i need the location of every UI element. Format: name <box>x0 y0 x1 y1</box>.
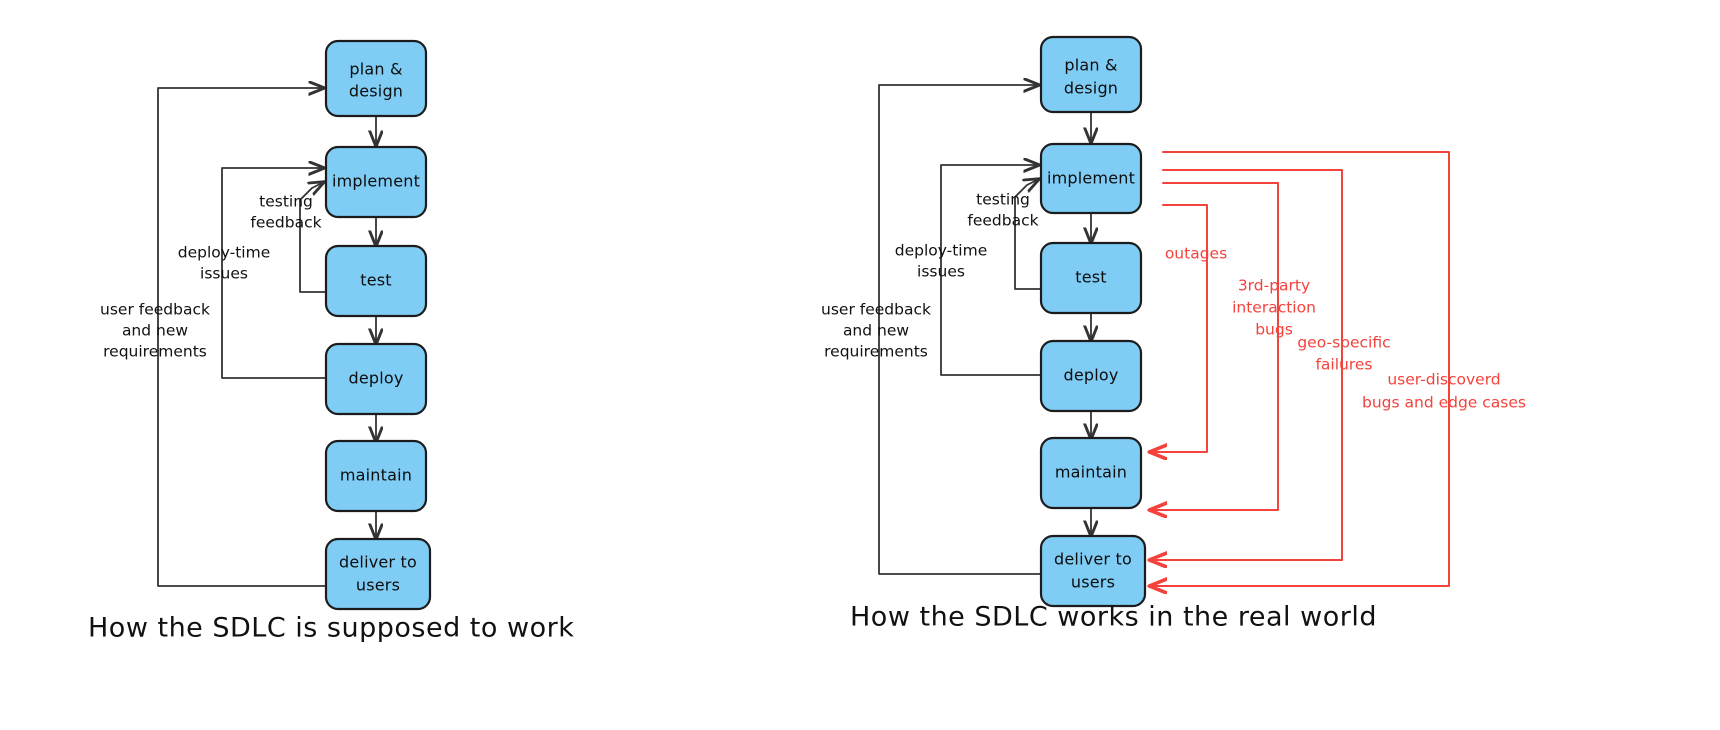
node-box[interactable] <box>1039 436 1143 510</box>
node-label-line1: deliver to <box>339 553 417 572</box>
node-box[interactable] <box>324 439 428 513</box>
edge-geo-specific-failures <box>1150 169 1343 560</box>
node-label-line1: deploy <box>1063 366 1118 385</box>
node-label-line2: design <box>1064 79 1118 98</box>
node-label-line2: design <box>349 82 403 101</box>
real-label-third-party-bugs: 3rd-party interaction bugs <box>1232 277 1316 339</box>
label-line1: user feedback <box>100 301 210 319</box>
ideal-node-deliver-to-users[interactable]: deliver to users <box>324 537 432 611</box>
real-node-deliver-to-users[interactable]: deliver to users <box>1039 534 1147 608</box>
label-line2: issues <box>917 263 965 281</box>
edge-deploy-time-issues <box>940 165 1042 376</box>
label-line2: feedback <box>250 214 321 232</box>
real-label-deploy-time-issues: deploy-time issues <box>895 242 988 281</box>
label-line2: feedback <box>967 212 1038 230</box>
node-label-line1: plan & <box>1064 56 1117 75</box>
real-node-plan-design[interactable]: plan & design <box>1039 35 1143 114</box>
real-problem-edges <box>1150 151 1450 586</box>
node-box[interactable] <box>1039 339 1143 413</box>
real-node-maintain[interactable]: maintain <box>1039 436 1143 510</box>
node-label-line1: deploy <box>348 369 403 388</box>
real-label-outages: outages <box>1165 245 1227 263</box>
node-box[interactable] <box>324 39 428 118</box>
node-label-line1: maintain <box>1055 463 1127 482</box>
real-label-geo-specific-failures: geo-specific failures <box>1297 334 1390 374</box>
ideal-feedback-edges <box>157 88 327 587</box>
label-line2: and new <box>122 322 188 340</box>
ideal-node-implement[interactable]: implement <box>324 145 428 219</box>
label-line1: deploy-time <box>895 242 988 260</box>
real-label-user-feedback: user feedback and new requirements <box>821 301 931 361</box>
edge-user-feedback <box>157 88 327 587</box>
real-node-test[interactable]: test <box>1039 241 1143 315</box>
edge-testing-feedback <box>299 182 327 293</box>
node-box[interactable] <box>324 537 432 611</box>
real-label-testing-feedback: testing feedback <box>967 191 1038 230</box>
label-line1: deploy-time <box>178 244 271 262</box>
node-label-line1: test <box>360 271 392 290</box>
real-node-implement[interactable]: implement <box>1039 142 1143 215</box>
label-line2: and new <box>843 322 909 340</box>
node-label-line1: test <box>1075 268 1107 287</box>
ideal-label-deploy-time-issues: deploy-time issues <box>178 244 271 283</box>
real-node-deploy[interactable]: deploy <box>1039 339 1143 413</box>
real-label-user-discovered-bugs: user-discoverd bugs and edge cases <box>1362 371 1526 412</box>
label-line3: requirements <box>103 343 207 361</box>
label-line1: testing <box>259 193 313 211</box>
label-line2: failures <box>1315 356 1372 374</box>
node-box[interactable] <box>1039 534 1147 608</box>
edge-user-feedback <box>878 85 1042 575</box>
label-line1: testing <box>976 191 1030 209</box>
caption-real-world: How the SDLC works in the real world <box>850 602 1377 633</box>
label-line2: bugs and edge cases <box>1362 394 1526 412</box>
edge-third-party-bugs <box>1150 182 1279 510</box>
label-line2: issues <box>200 265 248 283</box>
node-label-line1: implement <box>332 172 420 191</box>
ideal-label-testing-feedback: testing feedback <box>250 193 321 232</box>
ideal-node-test[interactable]: test <box>324 244 428 318</box>
node-label-line2: users <box>356 576 400 595</box>
ideal-node-plan-design[interactable]: plan & design <box>324 39 428 118</box>
node-label-line2: users <box>1071 573 1115 592</box>
label-line3: bugs <box>1255 321 1293 339</box>
edge-deploy-time-issues <box>221 168 327 379</box>
node-box[interactable] <box>324 145 428 219</box>
edge-testing-feedback <box>1014 179 1042 290</box>
label-line3: requirements <box>824 343 928 361</box>
label-line2: interaction <box>1232 299 1316 317</box>
ideal-node-maintain[interactable]: maintain <box>324 439 428 513</box>
edge-user-discovered-bugs <box>1150 151 1450 586</box>
ideal-label-user-feedback: user feedback and new requirements <box>100 301 210 361</box>
label-line1: geo-specific <box>1297 334 1390 352</box>
node-box[interactable] <box>1039 241 1143 315</box>
caption-ideal: How the SDLC is supposed to work <box>88 613 574 644</box>
label-line1: user-discoverd <box>1387 371 1500 389</box>
node-box[interactable] <box>324 342 428 416</box>
real-feedback-edges <box>878 85 1042 575</box>
node-box[interactable] <box>1039 35 1143 114</box>
label-line1: outages <box>1165 245 1227 263</box>
label-line1: user feedback <box>821 301 931 319</box>
label-line1: 3rd-party <box>1238 277 1310 295</box>
node-label-line1: deliver to <box>1054 550 1132 569</box>
node-box[interactable] <box>324 244 428 318</box>
node-label-line1: implement <box>1047 169 1135 188</box>
node-box[interactable] <box>1039 142 1143 215</box>
edge-outages <box>1150 204 1208 452</box>
node-label-line1: maintain <box>340 466 412 485</box>
ideal-node-deploy[interactable]: deploy <box>324 342 428 416</box>
node-label-line1: plan & <box>349 60 402 79</box>
